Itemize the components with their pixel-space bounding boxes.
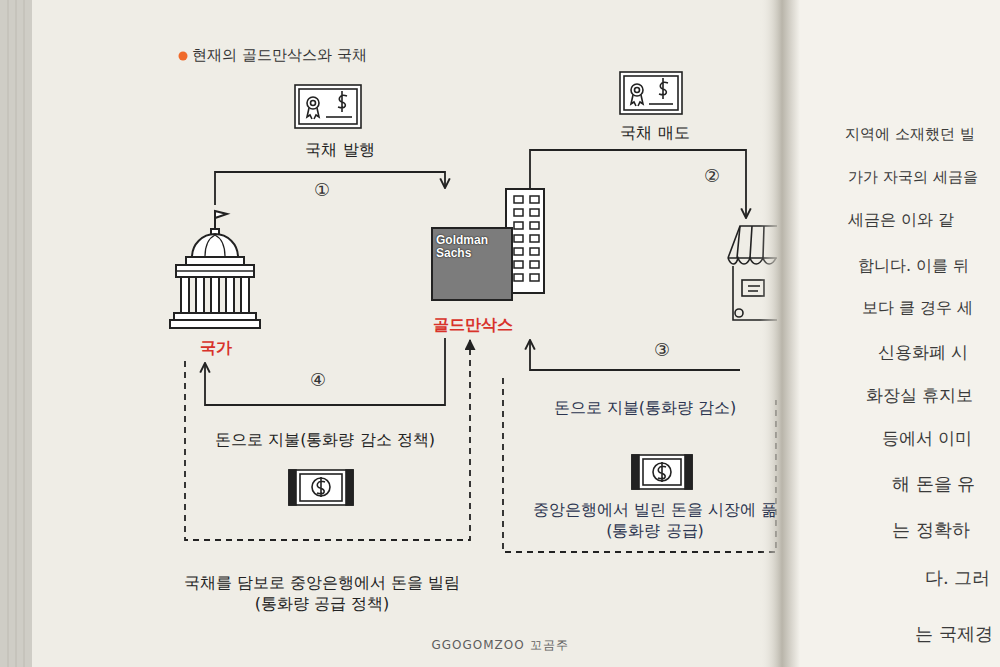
body-text-fragment: 다. 그러 — [925, 566, 990, 589]
body-text-fragment: 해 돈을 유 — [892, 472, 975, 495]
bond-certificate-icon — [620, 72, 682, 114]
dome-ribs — [205, 235, 225, 257]
body-text-fragment: 보다 클 경우 세 — [862, 298, 973, 319]
node-icon — [160, 205, 260, 331]
tower-window — [530, 248, 539, 255]
tower-window — [514, 274, 523, 281]
edge-label: 국채를 담보로 중앙은행에서 돈을 빌림 (통화량 공급 정책) — [172, 573, 472, 615]
page-stack-lines — [8, 0, 24, 667]
sell-arrow — [530, 150, 746, 218]
edge-label: 돈으로 지불(통화량 감소 정책) — [195, 430, 455, 451]
flow-label: 돈으로 지불(통화량 감소) — [554, 398, 737, 419]
watermark: GGOGOMZOO 꼬곰주 — [431, 638, 568, 654]
dashed-connector — [185, 340, 470, 540]
tower-window — [514, 261, 523, 268]
tower-window — [514, 196, 523, 203]
country-building: 국가 — [160, 205, 268, 361]
company-sign — [432, 228, 512, 300]
base-step — [174, 313, 256, 320]
callout-number: ④ — [310, 368, 326, 391]
tower-window — [514, 209, 523, 216]
title-bullet — [179, 52, 188, 61]
base-step — [170, 320, 260, 328]
body-text-fragment: 는 정확하 — [892, 518, 970, 541]
body-text-fragment: 는 국제경 — [915, 622, 993, 645]
tower-window — [530, 209, 539, 216]
body-text-fragment: 신용화폐 시 — [878, 341, 968, 363]
company-building: Goldman Sachs 골드만삭스 — [422, 188, 550, 338]
entablature — [176, 265, 254, 277]
column — [211, 277, 219, 313]
body-text-fragment: 세금은 이와 같 — [848, 210, 954, 231]
flow-label: 국채 매도 — [620, 123, 689, 144]
tower-window — [514, 248, 523, 255]
body-text-fragment: 화장실 휴지보 — [866, 384, 973, 406]
body-text-fragment: 등에서 이미 — [882, 427, 972, 449]
sign-text: Goldman Sachs — [436, 234, 502, 260]
drum — [186, 257, 244, 265]
body-text-fragment: 지역에 소재했던 빌 — [845, 125, 975, 145]
node-label: 국가 — [166, 338, 266, 359]
tower-window — [530, 222, 539, 229]
node-label: 골드만삭스 — [428, 315, 518, 336]
body-text-fragment: 합니다. 이를 뒤 — [858, 256, 969, 277]
flow-arrow — [205, 338, 445, 405]
diagram-title: 현재의 골드만삭스와 국채 — [192, 46, 367, 66]
banknote-icon — [289, 470, 353, 505]
flow-arrow — [215, 172, 445, 205]
tower-window — [530, 235, 539, 242]
edge-label: 국채 발행 — [270, 140, 410, 161]
flow-label: 중앙은행에서 빌린 돈을 시장에 풂 (통화량 공급) — [515, 500, 795, 542]
page-stack — [0, 0, 32, 667]
flag — [215, 211, 227, 218]
pay-arrow — [530, 340, 740, 370]
callout-number: ③ — [654, 338, 670, 361]
column — [196, 277, 204, 313]
book-gutter — [760, 0, 800, 667]
right-page — [782, 0, 1000, 667]
bond-certificate-icon — [295, 85, 361, 128]
body-text-fragment: 가가 자국의 세금을 — [848, 168, 978, 188]
column — [241, 277, 249, 313]
tower-window — [530, 196, 539, 203]
tower-window — [514, 235, 523, 242]
tower-window — [530, 261, 539, 268]
column — [181, 277, 189, 313]
callout-number: ① — [314, 178, 330, 201]
tower-window — [514, 222, 523, 229]
tower-window — [530, 274, 539, 281]
column — [226, 277, 234, 313]
dome — [192, 234, 238, 257]
callout-number: ② — [704, 164, 720, 187]
left-page — [32, 0, 784, 667]
entablature-line — [176, 270, 254, 271]
banknote-icon — [632, 455, 692, 489]
